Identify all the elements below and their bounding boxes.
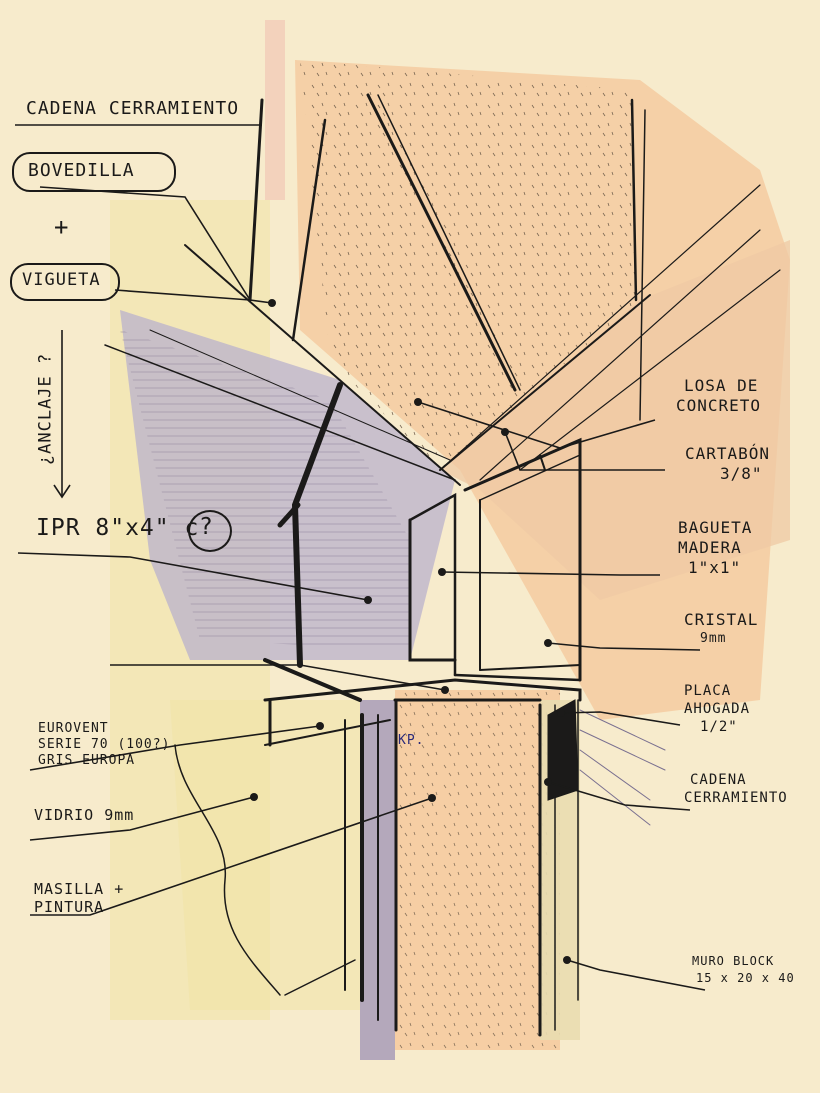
label-cartabon: CARTABÓN <box>685 444 771 463</box>
label-eurovent-color: GRIS EUROPA <box>38 753 136 768</box>
label-muro-size: 15 x 20 x 40 <box>696 971 795 985</box>
label-vigueta: VIGUETA <box>22 270 101 290</box>
background-washes <box>110 20 790 1060</box>
label-bagueta: BAGUETA <box>678 518 753 537</box>
label-pintura: PINTURA <box>34 898 105 916</box>
label-muro-block: MURO BLOCK <box>692 954 775 968</box>
label-losa: LOSA DE <box>684 376 759 395</box>
author-initials: KP. <box>398 733 425 748</box>
label-cadena-cerramiento-top: CADENA CERRAMIENTO <box>26 98 240 119</box>
label-bovedilla: BOVEDILLA <box>28 160 135 181</box>
label-bagueta-size: 1"x1" <box>688 558 742 577</box>
label-ipr: IPR 8"x4" c <box>36 515 200 541</box>
ink-linework <box>104 93 781 1037</box>
label-vidrio: VIDRIO 9mm <box>34 806 135 824</box>
label-cadena-cerramiento: CERRAMIENTO <box>684 790 788 806</box>
label-anclaje: ¿ANCLAJE ? <box>35 352 56 466</box>
label-cristal: CRISTAL <box>684 610 759 629</box>
leader-dots <box>250 299 571 964</box>
label-placa-ahogada: AHOGADA <box>684 701 751 717</box>
vigueta-oval <box>10 263 120 301</box>
label-plus: + <box>54 213 70 241</box>
label-placa: PLACA <box>684 683 732 699</box>
bovedilla-oval <box>12 152 176 192</box>
label-placa-size: 1/2" <box>700 719 738 735</box>
label-cristal-size: 9mm <box>700 631 727 646</box>
label-question: ? <box>199 514 214 540</box>
label-cadena: CADENA <box>690 772 747 788</box>
question-circle <box>188 510 232 552</box>
label-eurovent-serie: SERIE 70 (100?) <box>38 737 171 752</box>
label-bagueta-madera: MADERA <box>678 538 742 557</box>
label-eurovent: EUROVENT <box>38 721 109 736</box>
label-cartabon-size: 3/8" <box>720 464 763 483</box>
label-masilla: MASILLA + <box>34 880 125 898</box>
label-losa-concreto: CONCRETO <box>676 396 762 415</box>
